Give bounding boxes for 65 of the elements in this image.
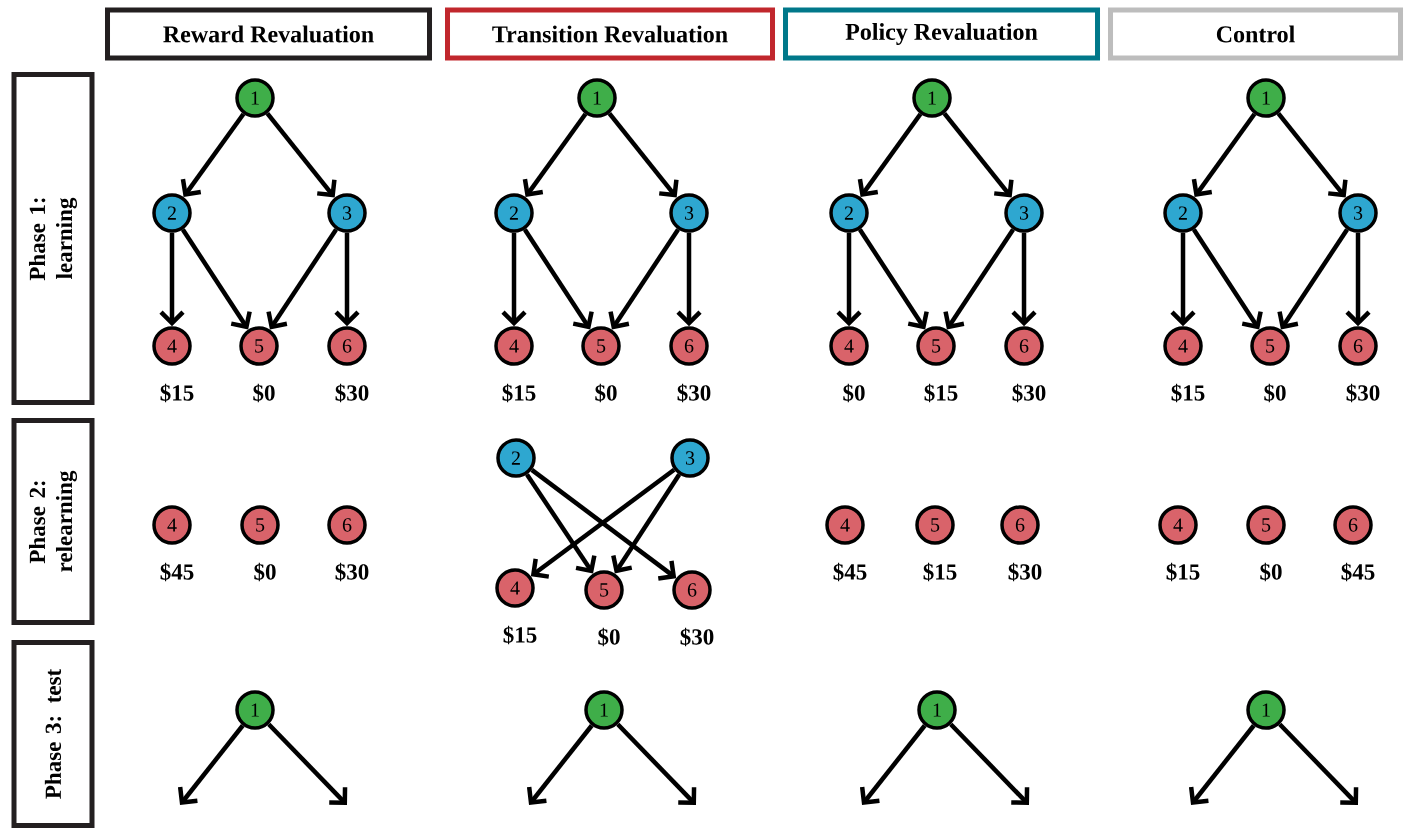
- arrow: [607, 112, 679, 198]
- arrow: [265, 112, 337, 198]
- arrow: [949, 722, 1030, 805]
- column-header: Control: [1108, 7, 1403, 61]
- reward-amount: $30: [1012, 383, 1046, 403]
- arrow: [1191, 228, 1263, 330]
- reward-amount: $15: [1171, 383, 1205, 403]
- arrow: [857, 228, 929, 330]
- column-header: Policy Revaluation: [783, 7, 1100, 61]
- reward-amount: $0: [254, 562, 276, 582]
- reward-amount: $15: [1166, 562, 1200, 582]
- arrow: [159, 232, 185, 327]
- arrow: [334, 232, 360, 327]
- reward-amount: $15: [160, 383, 194, 403]
- arrow: [180, 112, 246, 197]
- arrow: [857, 112, 923, 197]
- reward-amount: $0: [253, 383, 275, 403]
- arrow: [522, 112, 588, 197]
- reward-amount: $30: [335, 562, 369, 582]
- reward-amount: $30: [335, 383, 369, 403]
- reward-amount: $30: [1008, 562, 1042, 582]
- column-header: Transition Revaluation: [445, 7, 775, 61]
- column-header: Reward Revaluation: [105, 7, 432, 61]
- reward-amount: $30: [1346, 383, 1380, 403]
- reward-amount: $0: [1264, 383, 1286, 403]
- reward-amount: $0: [598, 627, 620, 647]
- reward-amount: $15: [503, 625, 537, 645]
- reward-amount: $0: [1260, 562, 1282, 582]
- arrow: [1276, 112, 1348, 198]
- reward-amount: $15: [923, 562, 957, 582]
- reward-amount: $30: [677, 383, 711, 403]
- arrow: [180, 228, 252, 330]
- arrow: [1345, 232, 1371, 327]
- arrow: [859, 724, 927, 805]
- arrow: [942, 112, 1014, 198]
- arrow: [611, 473, 682, 574]
- arrow: [177, 724, 245, 805]
- reward-amount: $45: [1341, 562, 1375, 582]
- arrow: [1191, 112, 1257, 197]
- arrow: [1188, 724, 1256, 805]
- arrow: [943, 228, 1015, 330]
- reward-amount: $30: [680, 627, 714, 647]
- arrow: [526, 724, 594, 805]
- reward-amount: $15: [502, 383, 536, 403]
- arrow: [522, 228, 594, 330]
- reward-amount: $45: [160, 562, 194, 582]
- arrow: [266, 228, 338, 330]
- arrow: [1278, 722, 1359, 805]
- arrow: [676, 232, 702, 327]
- arrow: [608, 228, 680, 330]
- arrow: [501, 232, 527, 327]
- reward-amount: $15: [924, 383, 958, 403]
- arrow: [267, 722, 348, 805]
- arrow: [1277, 228, 1349, 330]
- phase-label-box: Phase 1: learning: [11, 72, 95, 405]
- arrow: [1011, 232, 1037, 327]
- arrow: [616, 722, 697, 805]
- arrow: [1170, 232, 1196, 327]
- reward-amount: $0: [595, 383, 617, 403]
- phase-label-box: Phase 3: test: [11, 640, 95, 828]
- phase-label-box: Phase 2: relearning: [11, 418, 95, 625]
- arrow: [525, 473, 597, 574]
- reward-amount: $45: [833, 562, 867, 582]
- arrow: [836, 232, 862, 327]
- reward-amount: $0: [843, 383, 865, 403]
